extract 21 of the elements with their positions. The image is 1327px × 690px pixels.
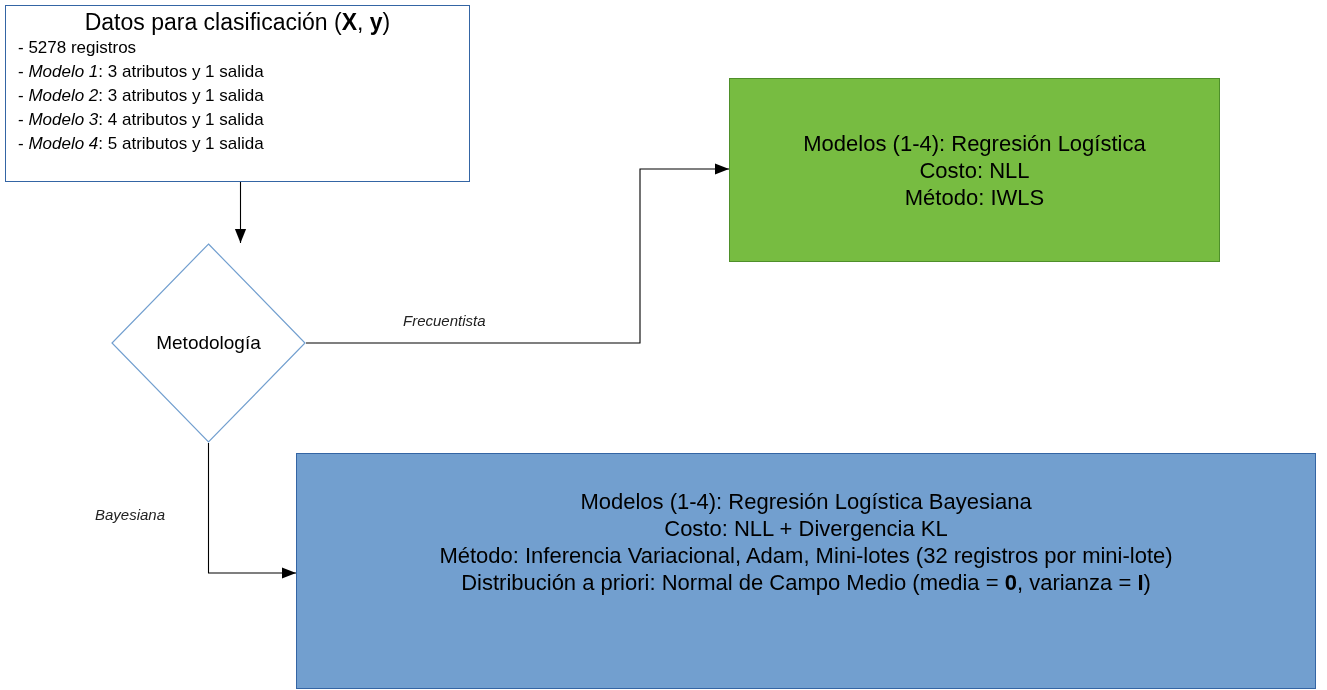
- box-heading: Datos para clasificación (X, y): [83, 8, 392, 36]
- box-text: Modelos (1-4): Regresión Logística Bayesiana: [580, 488, 1032, 515]
- decision-diamond: [111, 243, 306, 443]
- list-item: - Modelo 3: 4 atributos y 1 salida: [18, 109, 265, 131]
- box-text: Método: IWLS: [904, 183, 1045, 211]
- list-item: - 5278 registros: [18, 37, 138, 59]
- arrow: [305, 163, 730, 344]
- box-text: Costo: NLL: [919, 156, 1030, 184]
- list-item: - Modelo 1: 3 atributos y 1 salida: [18, 61, 265, 83]
- process-box: [729, 78, 1220, 262]
- box-text: Costo: NLL + Divergencia KL: [664, 515, 948, 542]
- arrow: [207, 442, 297, 579]
- process-box: [296, 453, 1316, 689]
- data-box: [5, 5, 470, 182]
- box-text: Modelos (1-4): Regresión Logística: [803, 129, 1146, 157]
- box-text: Distribución a priori: Normal de Campo Medio (media = 0, varianza = I): [461, 569, 1151, 596]
- box-text: Método: Inferencia Variacional, Adam, Mini-lotes (32 registros por mini-lote): [439, 542, 1173, 569]
- decision-label: Metodología: [156, 330, 261, 355]
- list-item: - Modelo 2: 3 atributos y 1 salida: [18, 85, 265, 107]
- arrow: [234, 181, 247, 244]
- list-item: - Modelo 4: 5 atributos y 1 salida: [18, 133, 265, 155]
